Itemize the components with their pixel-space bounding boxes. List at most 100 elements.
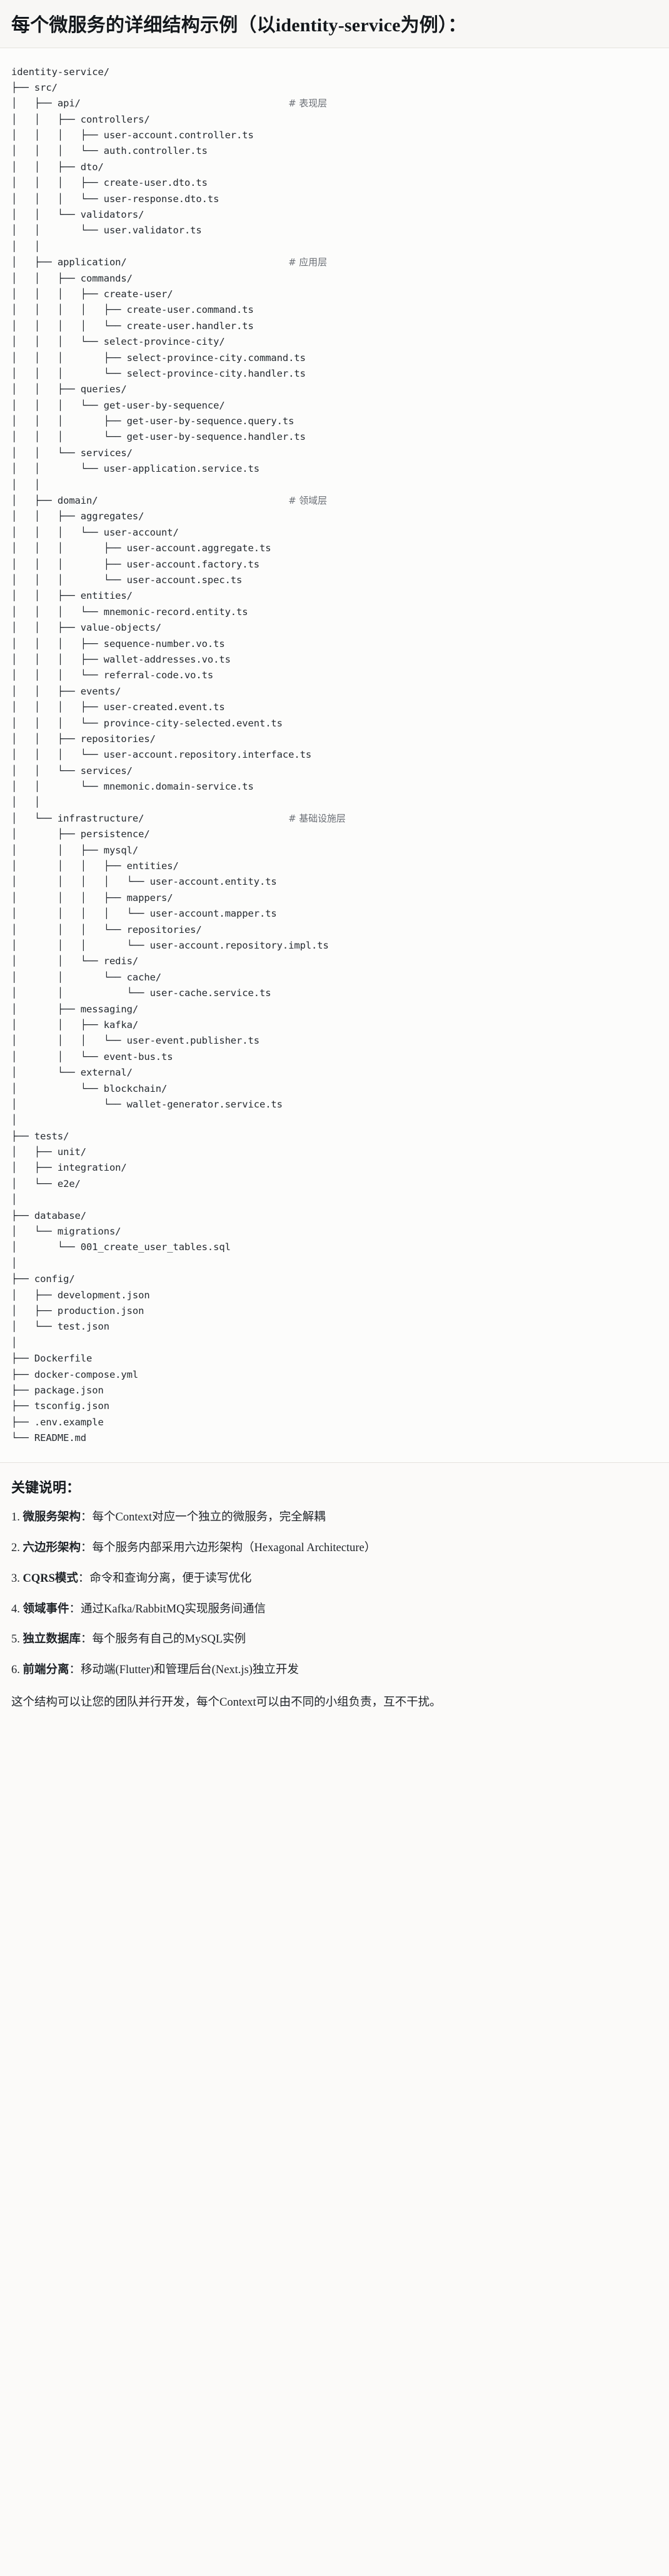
tree-line: │ │ │ ├── create-user.dto.ts bbox=[11, 175, 658, 191]
tree-entry: ├── .env.example bbox=[11, 1416, 104, 1428]
tree-line: ├── database/ bbox=[11, 1208, 658, 1224]
tree-entry: │ └── wallet-generator.service.ts bbox=[11, 1098, 283, 1110]
tree-line: │ │ └── user-cache.service.ts bbox=[11, 985, 658, 1001]
tree-entry: │ │ │ └── user-account/ bbox=[11, 526, 179, 538]
tree-line: │ │ │ └── select-province-city.handler.t… bbox=[11, 366, 658, 382]
key-note-index: 5. bbox=[11, 1633, 23, 1646]
tree-entry: │ │ │ ├── wallet-addresses.vo.ts bbox=[11, 653, 231, 665]
tree-entry: │ │ bbox=[11, 797, 41, 808]
key-note-term: 领域事件 bbox=[23, 1602, 69, 1616]
key-note-item: 4. 领域事件：通过Kafka/RabbitMQ实现服务间通信 bbox=[11, 1601, 658, 1619]
tree-entry: │ │ │ ├── get-user-by-sequence.query.ts bbox=[11, 415, 294, 427]
tree-entry: │ │ │ └── repositories/ bbox=[11, 924, 202, 935]
tree-line: │ │ bbox=[11, 239, 658, 255]
tree-line: │ │ ├── dto/ bbox=[11, 160, 658, 175]
key-note-separator: ： bbox=[69, 1602, 81, 1616]
tree-entry: │ │ └── validators/ bbox=[11, 209, 144, 221]
tree-line: │ │ ├── commands/ bbox=[11, 271, 658, 287]
tree-layer-comment: # 表现层 bbox=[288, 98, 327, 109]
tree-line: │ │ │ └── referral-code.vo.ts bbox=[11, 668, 658, 683]
directory-tree: identity-service/├── src/│ ├── api/ # 表现… bbox=[11, 64, 658, 1447]
tree-entry: │ ├── domain/ bbox=[11, 495, 98, 507]
tree-entry: ├── package.json bbox=[11, 1384, 104, 1396]
tree-line: │ └── infrastructure/ # 基础设施层 bbox=[11, 811, 658, 827]
key-note-text: 命令和查询分离，便于读写优化 bbox=[89, 1572, 252, 1585]
tree-entry: │ │ └── services/ bbox=[11, 447, 133, 459]
tree-entry: identity-service/ bbox=[11, 66, 109, 78]
tree-line: │ │ │ │ └── create-user.handler.ts bbox=[11, 318, 658, 334]
key-note-text: 通过Kafka/RabbitMQ实现服务间通信 bbox=[81, 1602, 266, 1616]
tree-layer-comment: # 领域层 bbox=[288, 495, 327, 507]
tree-entry: │ │ │ └── user-event.publisher.ts bbox=[11, 1035, 259, 1047]
tree-line: │ │ │ └── province-city-selected.event.t… bbox=[11, 716, 658, 731]
tree-entry: │ ├── persistence/ bbox=[11, 828, 150, 840]
tree-entry: ├── Dockerfile bbox=[11, 1353, 93, 1365]
key-note-separator: ： bbox=[81, 1633, 93, 1646]
tree-entry: │ │ │ ├── user-account.aggregate.ts bbox=[11, 542, 271, 554]
tree-entry: │ │ │ ├── entities/ bbox=[11, 860, 179, 872]
tree-entry: │ │ │ ├── create-user.dto.ts bbox=[11, 177, 208, 189]
key-note-term: 独立数据库 bbox=[23, 1633, 81, 1646]
tree-line: │ │ └── user.validator.ts bbox=[11, 223, 658, 238]
tree-entry: │ │ ├── controllers/ bbox=[11, 113, 150, 125]
tree-line: │ ├── application/ # 应用层 bbox=[11, 255, 658, 270]
tree-entry: │ │ ├── commands/ bbox=[11, 272, 133, 284]
tree-entry: ├── docker-compose.yml bbox=[11, 1368, 139, 1380]
key-note-term: 六边形架构 bbox=[23, 1542, 81, 1555]
tree-entry: │ ├── integration/ bbox=[11, 1162, 127, 1174]
tree-line: │ │ ├── aggregates/ bbox=[11, 509, 658, 524]
tree-line: │ │ ├── controllers/ bbox=[11, 112, 658, 128]
tree-entry: │ │ ├── kafka/ bbox=[11, 1019, 139, 1031]
key-note-item: 6. 前端分离：移动端(Flutter)和管理后台(Next.js)独立开发 bbox=[11, 1662, 658, 1679]
tree-entry: │ │ │ └── province-city-selected.event.t… bbox=[11, 717, 283, 729]
key-note-text: 每个服务有自己的MySQL实例 bbox=[92, 1633, 246, 1646]
tree-line: ├── tsconfig.json bbox=[11, 1398, 658, 1414]
tree-line: │ ├── integration/ bbox=[11, 1160, 658, 1176]
tree-entry: │ │ │ └── mnemonic-record.entity.ts bbox=[11, 606, 248, 618]
key-note-index: 2. bbox=[11, 1542, 23, 1555]
key-note-term: 前端分离 bbox=[23, 1664, 69, 1677]
tree-line: │ └── migrations/ bbox=[11, 1224, 658, 1240]
tree-layer-comment: # 基础设施层 bbox=[288, 812, 346, 824]
tree-line: │ └── blockchain/ bbox=[11, 1081, 658, 1097]
tree-entry: │ │ └── event-bus.ts bbox=[11, 1051, 173, 1062]
tree-line: │ │ ├── kafka/ bbox=[11, 1017, 658, 1033]
tree-entry: │ │ └── services/ bbox=[11, 765, 133, 776]
tree-line: ├── Dockerfile bbox=[11, 1351, 658, 1367]
tree-line: │ bbox=[11, 1335, 658, 1351]
tree-entry: │ │ │ └── user-account.repository.impl.t… bbox=[11, 939, 329, 951]
tree-entry: │ │ └── redis/ bbox=[11, 955, 139, 967]
tree-entry: ├── src/ bbox=[11, 81, 58, 93]
key-note-item: 3. CQRS模式：命令和查询分离，便于读写优化 bbox=[11, 1571, 658, 1588]
tree-comment-pad bbox=[81, 98, 288, 109]
tree-line: │ │ │ ├── wallet-addresses.vo.ts bbox=[11, 652, 658, 668]
tree-line: │ │ │ └── repositories/ bbox=[11, 922, 658, 938]
tree-line: │ ├── development.json bbox=[11, 1288, 658, 1303]
tree-entry: │ │ │ └── referral-code.vo.ts bbox=[11, 669, 214, 681]
tree-entry: │ │ └── user-application.service.ts bbox=[11, 463, 259, 475]
tree-entry: ├── tests/ bbox=[11, 1130, 69, 1142]
tree-line: │ │ │ └── select-province-city/ bbox=[11, 334, 658, 350]
tree-line: ├── package.json bbox=[11, 1383, 658, 1398]
tree-entry: │ │ ├── mysql/ bbox=[11, 844, 139, 856]
tree-line: │ │ │ └── user-event.publisher.ts bbox=[11, 1033, 658, 1049]
tree-comment-pad bbox=[98, 495, 288, 506]
key-note-text: 每个服务内部采用六边形架构（Hexagonal Architecture） bbox=[92, 1542, 376, 1555]
tree-line: │ │ │ └── user-response.dto.ts bbox=[11, 191, 658, 207]
tree-entry: │ │ │ └── user-response.dto.ts bbox=[11, 193, 219, 205]
tree-line: │ │ │ └── user-account.spec.ts bbox=[11, 573, 658, 588]
tree-entry: │ ├── development.json bbox=[11, 1289, 150, 1301]
key-note-item: 5. 独立数据库：每个服务有自己的MySQL实例 bbox=[11, 1631, 658, 1649]
tree-line: │ │ │ ├── select-province-city.command.t… bbox=[11, 350, 658, 366]
tree-line: │ │ │ ├── user-account.factory.ts bbox=[11, 557, 658, 573]
tree-entry: │ │ bbox=[11, 240, 41, 252]
tree-entry: │ │ │ ├── user-account.controller.ts bbox=[11, 130, 254, 141]
tree-comment-pad bbox=[144, 813, 288, 824]
tree-line: │ │ │ ├── sequence-number.vo.ts bbox=[11, 636, 658, 652]
tree-entry: │ │ │ ├── select-province-city.command.t… bbox=[11, 352, 306, 364]
tree-entry: │ └── migrations/ bbox=[11, 1226, 121, 1238]
tree-line: │ │ └── redis/ bbox=[11, 954, 658, 969]
tree-entry: │ bbox=[11, 1194, 18, 1206]
tree-line: │ │ │ ├── entities/ bbox=[11, 858, 658, 874]
